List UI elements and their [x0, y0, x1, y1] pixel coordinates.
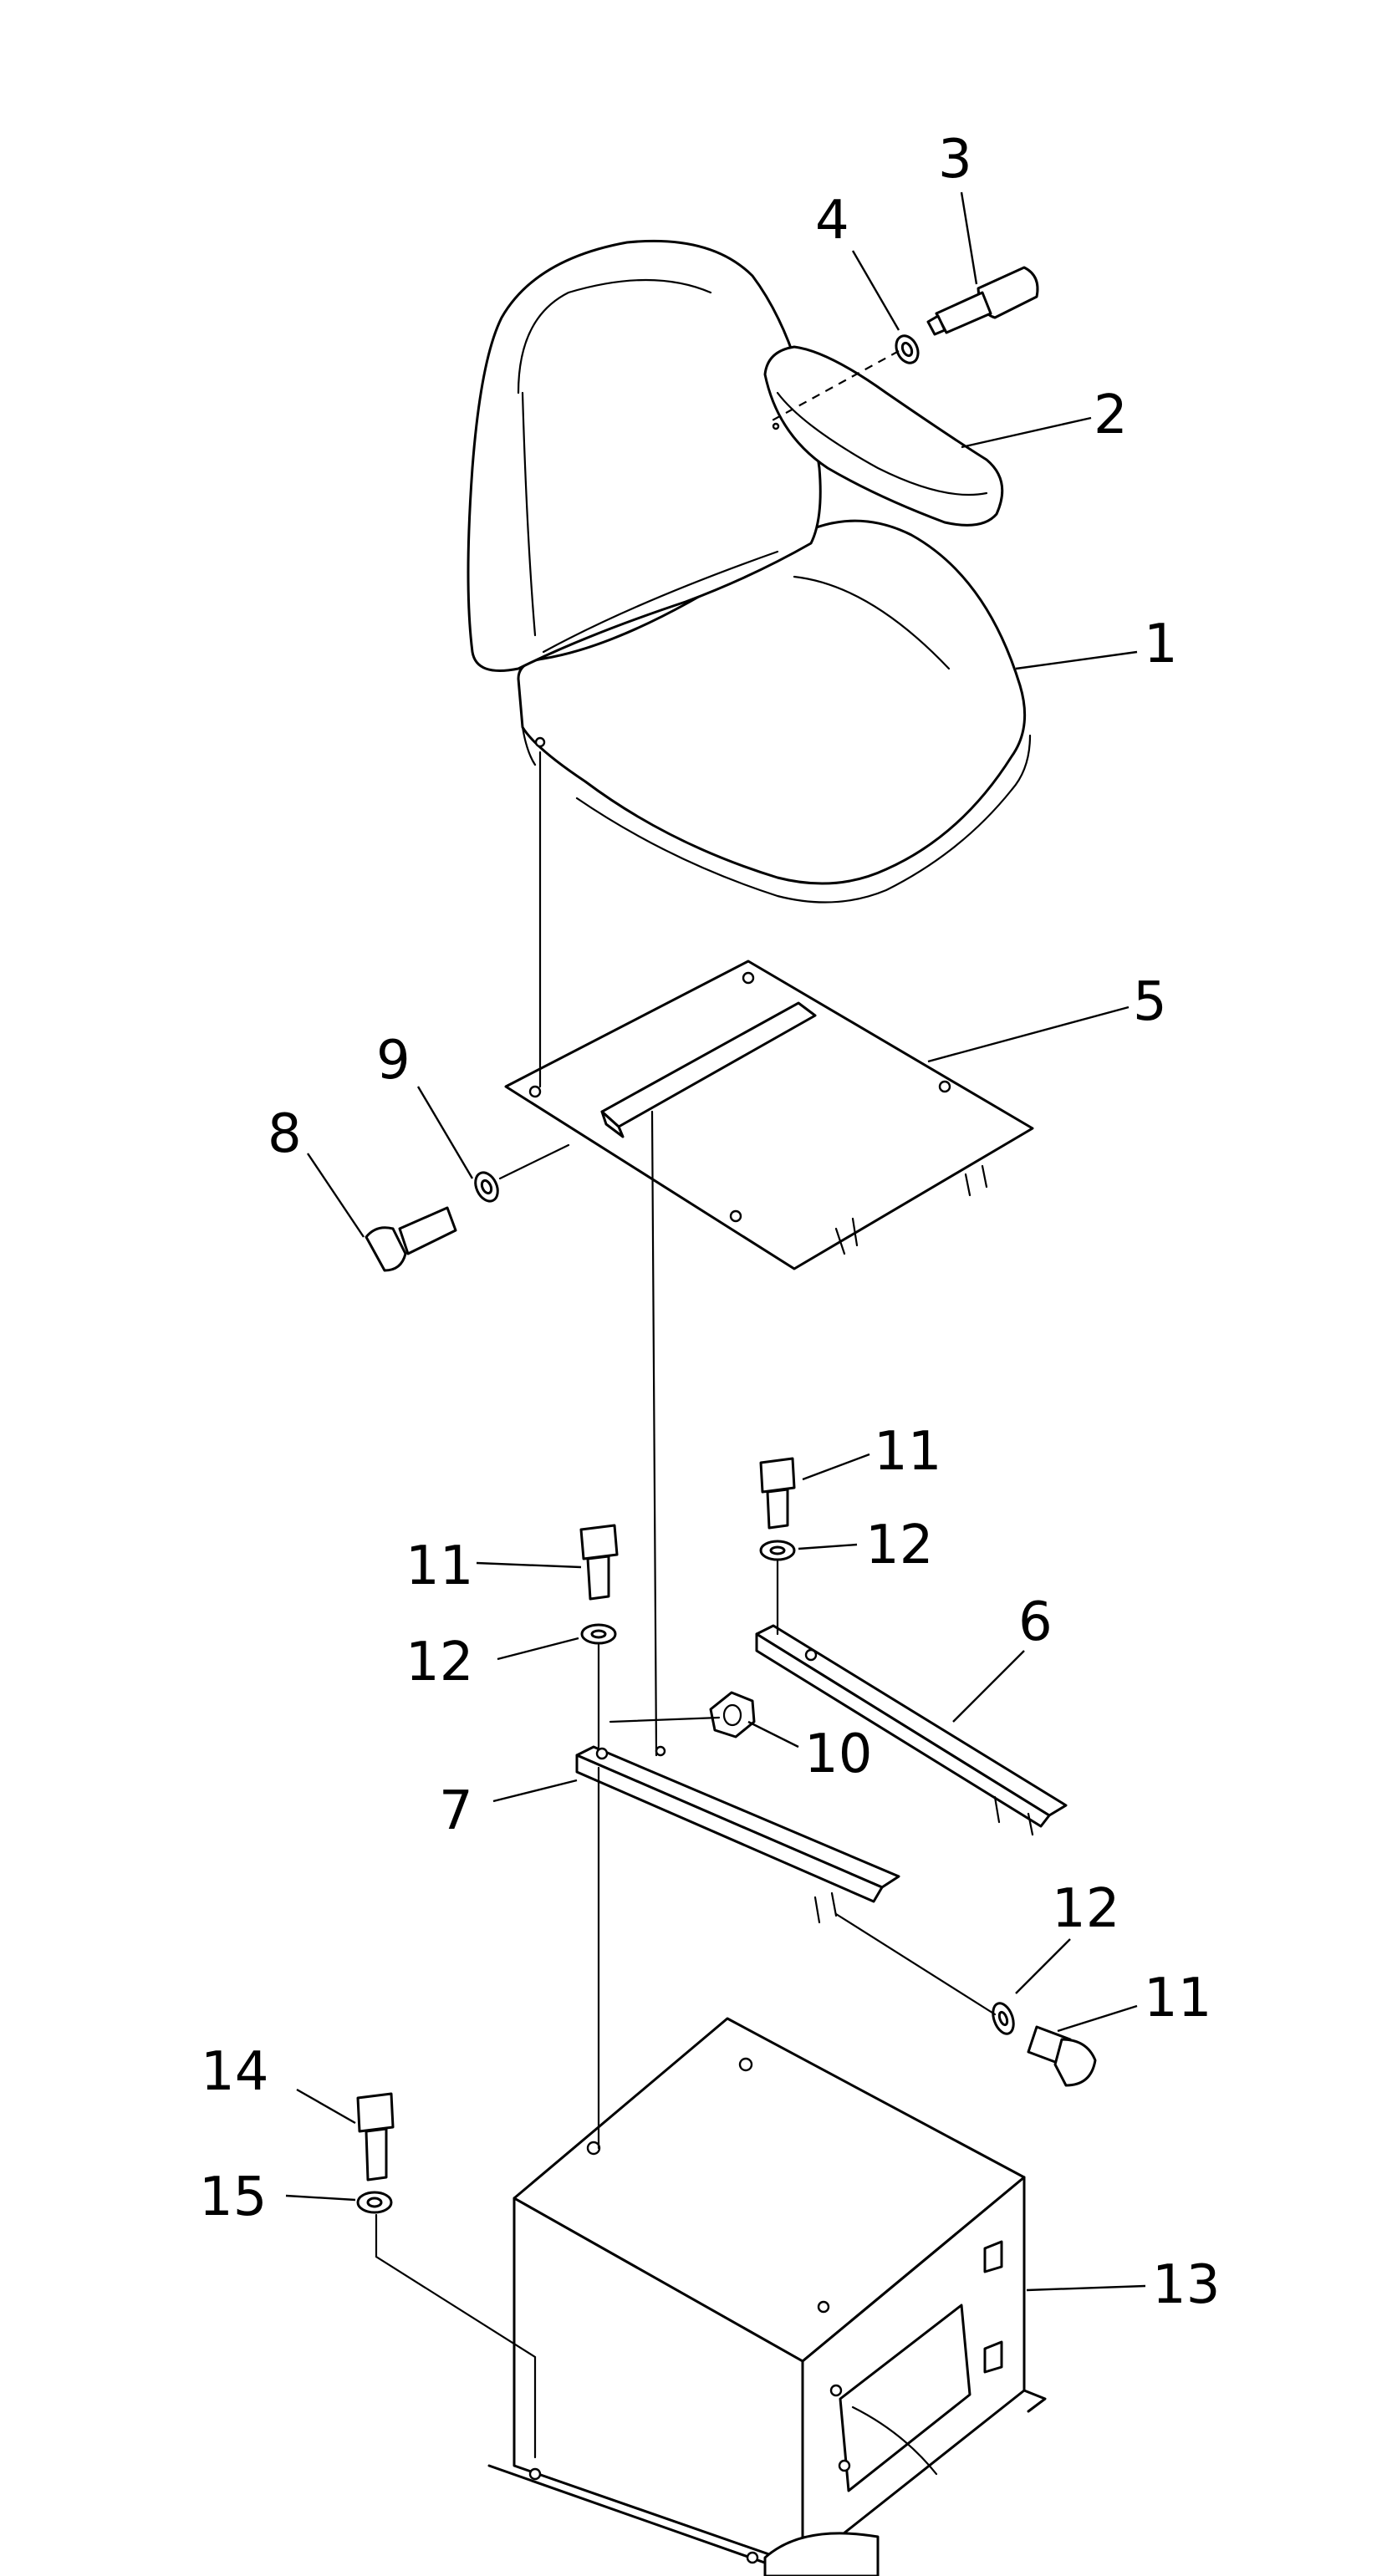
bolt-11b [579, 1524, 619, 1601]
seat-stand-box [487, 2017, 1047, 2576]
seat-cushion [517, 519, 1032, 904]
leader-lines [285, 191, 1146, 2292]
washer-12a [759, 1540, 796, 1561]
seat-rail-7 [575, 1745, 900, 1924]
callout-12c: 12 [1052, 1878, 1119, 1940]
callout-13: 13 [1152, 2254, 1220, 2316]
seat-rail-6 [755, 1624, 1068, 1836]
callout-11b: 11 [405, 1535, 473, 1597]
callout-5: 5 [1133, 971, 1167, 1033]
callout-11a: 11 [874, 1421, 941, 1483]
callout-14: 14 [201, 2041, 268, 2103]
callout-3: 3 [938, 129, 972, 191]
callout-9: 9 [376, 1030, 411, 1092]
callout-10: 10 [804, 1723, 872, 1785]
washer-9 [474, 1171, 499, 1203]
callout-11c: 11 [1144, 1968, 1211, 2029]
washer-12b [580, 1623, 617, 1645]
callout-6: 6 [1018, 1591, 1053, 1653]
callout-8: 8 [268, 1103, 302, 1165]
washer-15 [356, 2191, 393, 2214]
callout-7: 7 [439, 1780, 473, 1842]
washer-4 [895, 334, 920, 364]
bolt-11a [759, 1457, 796, 1530]
callout-12a: 12 [865, 1515, 933, 1576]
washer-12c [992, 2002, 1015, 2035]
bolt-8 [365, 1206, 457, 1272]
bolt-11c [1027, 2025, 1097, 2087]
assembly-guide-lines [375, 350, 997, 2459]
callout-1: 1 [1144, 613, 1178, 675]
mounting-plate [504, 960, 1034, 1270]
callout-4: 4 [815, 190, 849, 252]
bolt-14 [356, 2092, 395, 2181]
seat-backrest [467, 239, 822, 672]
callout-12b: 12 [405, 1632, 473, 1693]
shoulder-bolt [926, 266, 1039, 336]
callout-labels: 1 2 3 4 5 6 7 8 9 10 11 11 11 12 12 12 1… [199, 129, 1220, 2316]
callout-15: 15 [199, 2166, 267, 2228]
nut-10 [709, 1691, 756, 1739]
armrest [763, 345, 1004, 527]
callout-2: 2 [1094, 384, 1128, 446]
